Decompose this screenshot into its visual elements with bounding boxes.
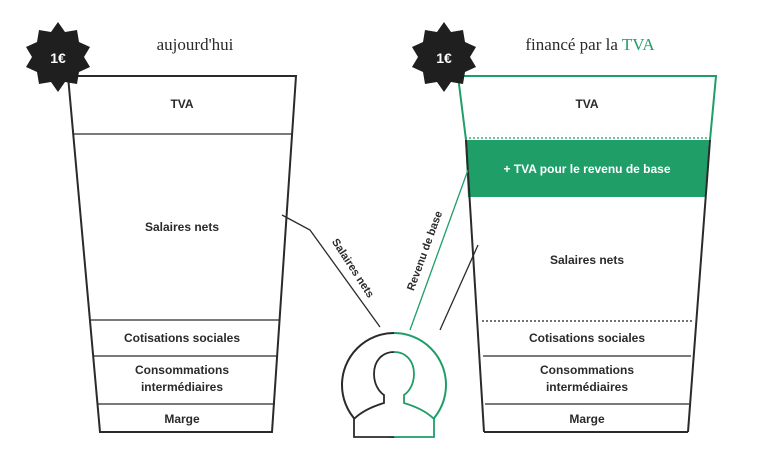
left-label-cotisations: Cotisations sociales — [124, 331, 240, 345]
right-label-marge: Marge — [569, 412, 605, 426]
right-badge: 1€ — [412, 22, 476, 92]
right-title: financé par la TVA — [525, 35, 655, 54]
right-title-highlight: TVA — [622, 35, 655, 54]
right-cup-left-edge — [465, 139, 485, 433]
starburst-badge-icon — [26, 22, 90, 92]
right-label-salaires: Salaires nets — [550, 253, 624, 267]
left-label-consommations-2: intermédiaires — [141, 380, 223, 394]
connector-salaires-nets — [281, 214, 381, 328]
left-label-tva: TVA — [170, 97, 193, 111]
right-label-tva: TVA — [575, 97, 598, 111]
left-label-marge: Marge — [164, 412, 200, 426]
left-label-salaires: Salaires nets — [145, 220, 219, 234]
person-head-icon — [341, 332, 447, 438]
connector-salaires-right — [439, 244, 479, 331]
connector-revenu-base — [409, 169, 469, 331]
left-cup-outline — [66, 75, 298, 433]
right-cup: TVA + TVA pour le revenu de base Salaire… — [457, 75, 718, 433]
starburst-badge-icon — [412, 22, 476, 92]
right-cup-right-edge — [687, 139, 711, 433]
left-title: aujourd'hui — [157, 35, 234, 54]
left-label-consommations-1: Consommations — [135, 363, 229, 377]
right-cup-top-outline — [458, 75, 718, 141]
right-label-consommations-1: Consommations — [540, 363, 634, 377]
right-cup-left-top-edge — [457, 75, 467, 141]
left-badge-label: 1€ — [50, 50, 66, 66]
connector-label-salaires-nets: Salaires nets — [329, 237, 376, 300]
left-cup: TVA Salaires nets Cotisations sociales C… — [66, 75, 298, 433]
left-badge: 1€ — [26, 22, 90, 92]
right-cup-green-band — [465, 140, 709, 197]
right-title-prefix: financé par la — [525, 35, 621, 54]
right-label-revenu-base: + TVA pour le revenu de base — [503, 162, 670, 176]
right-label-consommations-2: intermédiaires — [546, 380, 628, 394]
right-badge-label: 1€ — [436, 50, 452, 66]
right-label-cotisations: Cotisations sociales — [529, 331, 645, 345]
